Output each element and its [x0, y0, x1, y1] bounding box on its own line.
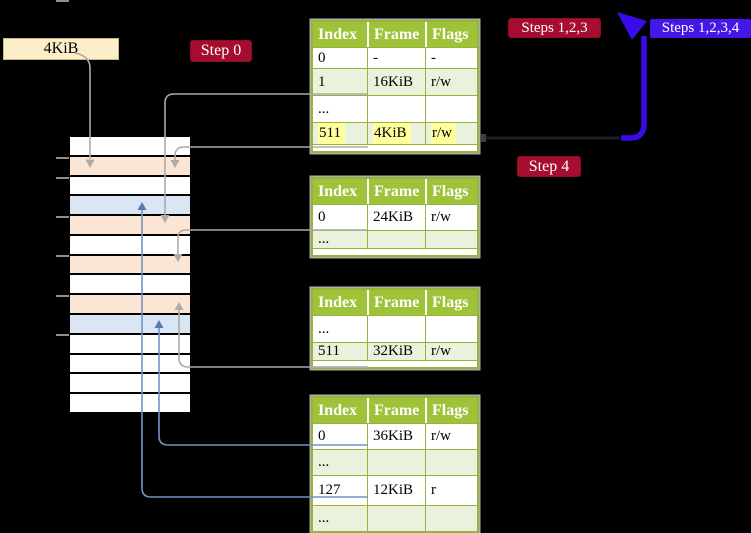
col-header-frame: Frame	[367, 179, 425, 204]
col-header-flags: Flags	[425, 179, 477, 204]
memory-tick	[56, 334, 69, 336]
table-row: 511 32KiB r/w	[313, 342, 477, 360]
col-header-frame: Frame	[367, 290, 425, 315]
col-header-frame: Frame	[367, 22, 425, 47]
badge-step-0: Step 0	[190, 40, 252, 62]
col-header-index: Index	[318, 25, 358, 43]
memory-frame-row	[70, 394, 190, 412]
memory-frame-row	[70, 295, 190, 314]
page-table-level3: Index Frame Flags 0 24KiB r/w ...	[311, 177, 479, 257]
memory-tick	[56, 0, 69, 2]
table-row: ...	[313, 505, 477, 531]
table-row-clipped	[313, 144, 477, 151]
memory-strip	[70, 137, 190, 412]
table-row-clipped	[313, 248, 477, 255]
badge-step-4: Step 4	[517, 156, 581, 177]
table-header-row: Index Frame Flags	[313, 290, 477, 315]
highlighted-cell: 511	[318, 123, 345, 144]
memory-frame-row	[70, 216, 190, 234]
memory-frame-row	[70, 315, 190, 333]
col-header-index: Index	[318, 401, 358, 419]
memory-frame-row	[70, 334, 190, 353]
arrow-steps-1-2-3-4	[617, 12, 647, 141]
col-header-index: Index	[318, 293, 358, 311]
memory-tick	[56, 216, 69, 218]
table-row: ...	[313, 315, 477, 342]
page-table-level1: Index Frame Flags 0 36KiB r/w ... 127 12…	[311, 396, 479, 533]
memory-frame-row	[70, 235, 190, 254]
badge-steps-1-2-3: Steps 1,2,3	[508, 18, 601, 38]
memory-frame-row	[70, 275, 190, 294]
memory-frame-row	[70, 137, 190, 155]
memory-tick	[56, 295, 69, 297]
table-row-clipped	[313, 360, 477, 367]
frame-size-label: 4KiB	[3, 38, 119, 60]
table-row: 0 24KiB r/w	[313, 204, 477, 230]
memory-tick	[56, 177, 69, 179]
col-header-flags: Flags	[425, 22, 477, 47]
memory-frame-row	[70, 196, 190, 215]
table-row: ...	[313, 449, 477, 475]
col-header-frame: Frame	[367, 398, 425, 423]
highlighted-cell: r/w	[431, 123, 456, 144]
table-header-row: Index Frame Flags	[313, 398, 477, 423]
table-row: 0 - -	[313, 47, 477, 68]
connector-511-to-blue-arrow	[481, 134, 620, 142]
table-row: 1 16KiB r/w	[313, 68, 477, 95]
col-header-flags: Flags	[425, 290, 477, 315]
memory-frame-row	[70, 354, 190, 373]
table-header-row: Index Frame Flags	[313, 179, 477, 204]
table-row: 127 12KiB r	[313, 475, 477, 505]
highlighted-cell: 4KiB	[373, 123, 411, 144]
table-row: 0 36KiB r/w	[313, 423, 477, 449]
table-row: ...	[313, 95, 477, 122]
table-row-highlighted: 511 4KiB r/w	[313, 122, 477, 144]
memory-frame-row	[70, 156, 190, 175]
col-header-flags: Flags	[425, 398, 477, 423]
memory-tick	[56, 157, 69, 159]
table-row: ...	[313, 230, 477, 248]
page-table-level4: Index Frame Flags 0 - - 1 16KiB r/w ... …	[311, 20, 479, 153]
badge-steps-1-2-3-4: Steps 1,2,3,4	[650, 19, 751, 38]
memory-tick	[56, 255, 69, 257]
memory-frame-row	[70, 176, 190, 195]
page-table-level2: Index Frame Flags ... 511 32KiB r/w	[311, 288, 479, 369]
table-header-row: Index Frame Flags	[313, 22, 477, 47]
memory-frame-row	[70, 255, 190, 274]
col-header-index: Index	[318, 182, 358, 200]
memory-frame-row	[70, 374, 190, 393]
